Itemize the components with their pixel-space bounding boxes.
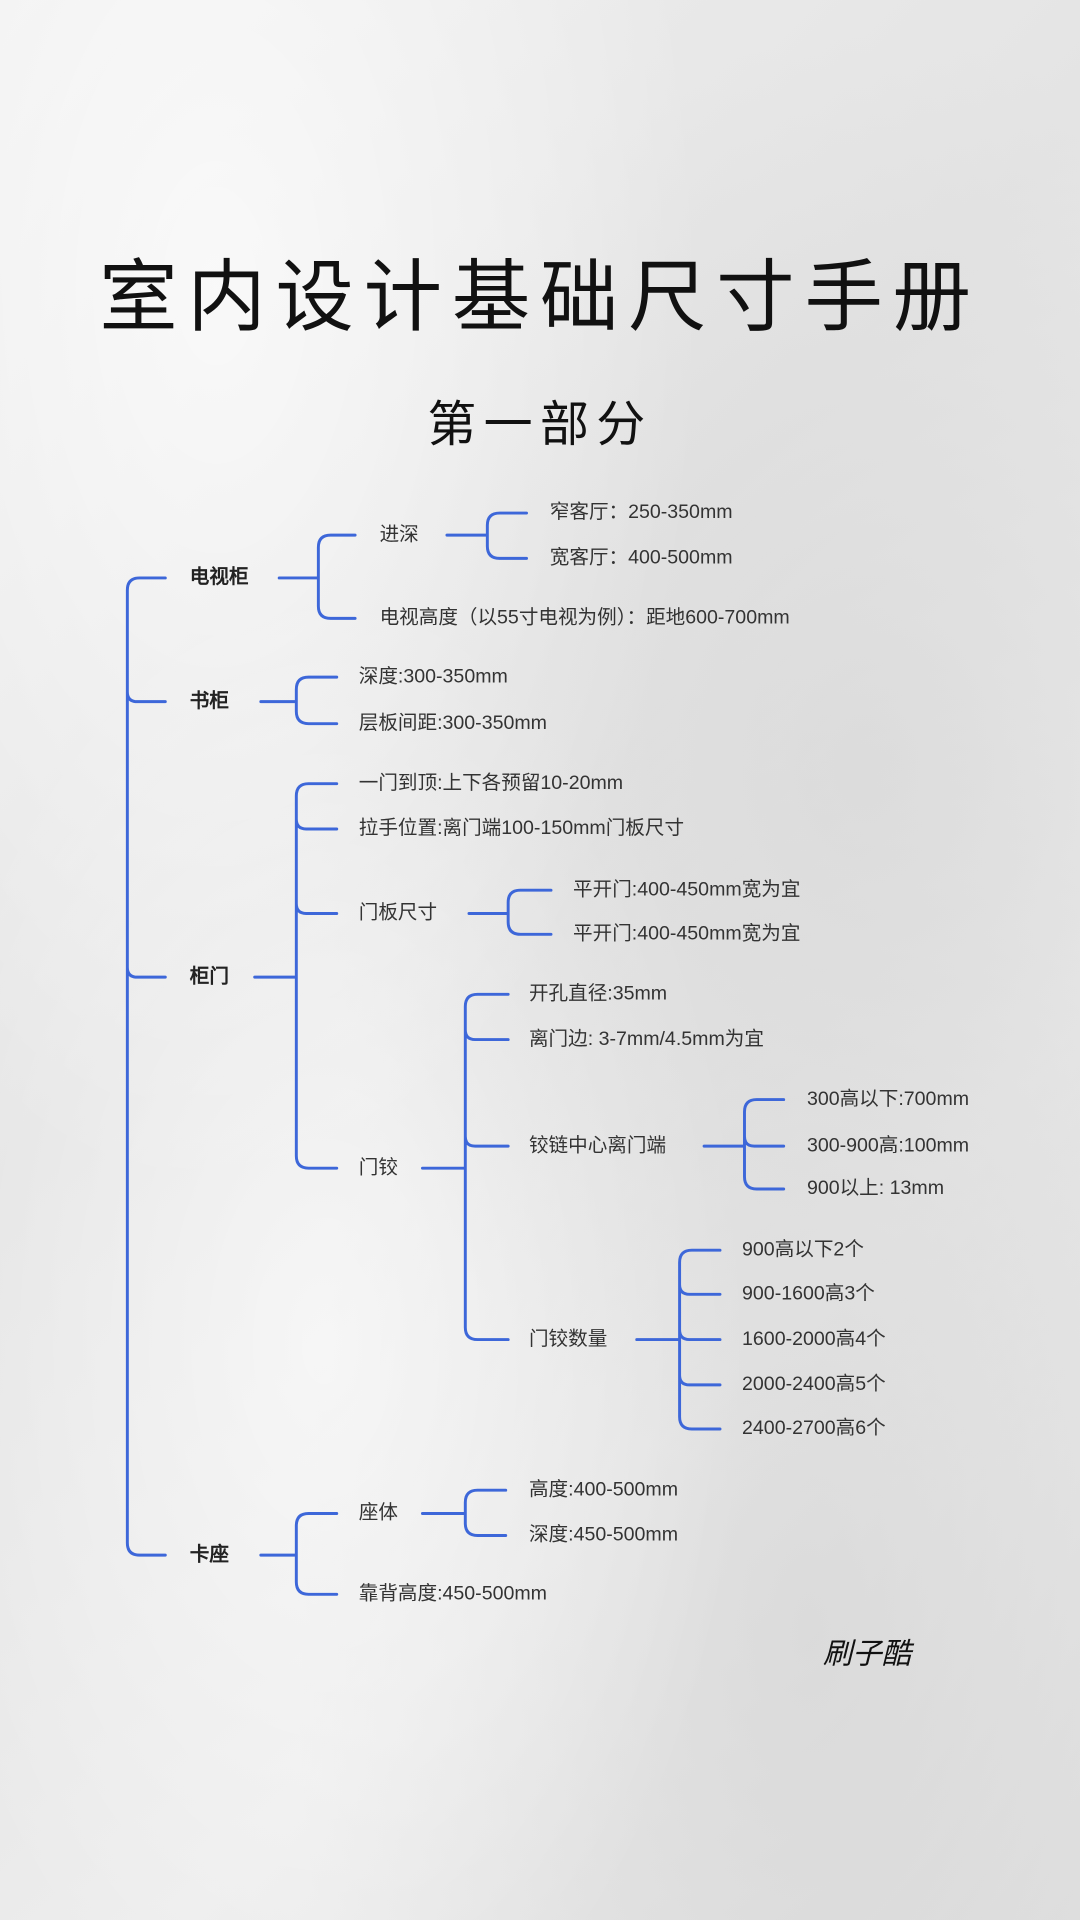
node-hinge-count-2: 900-1600高3个 (742, 1282, 875, 1304)
node-depth: 进深 (380, 523, 419, 545)
bracket-connector-5 (467, 888, 553, 936)
bracket-connector-1 (277, 533, 357, 620)
node-hinge-center-2: 300-900高:100mm (807, 1134, 969, 1156)
bracket-connector-4 (253, 782, 339, 1170)
node-tv-height: 电视高度（以55寸电视为例）：距地600-700mm (380, 607, 790, 629)
bracket-connector-9 (259, 1512, 339, 1596)
node-booth-seat: 卡座 (190, 1542, 230, 1565)
node-hinge-count-5: 2400-2700高6个 (742, 1417, 886, 1439)
bracket-connector-8 (635, 1248, 722, 1431)
node-bookcase: 书柜 (190, 690, 230, 712)
bracket-connector-7 (702, 1098, 786, 1191)
node-edge-distance: 离门边: 3-7mm/4.5mm为宜 (529, 1028, 764, 1050)
node-bookcase-depth: 深度:300-350mm (359, 665, 508, 687)
node-hinge-count-4: 2000-2400高5个 (742, 1373, 886, 1395)
node-cabinet-door: 柜门 (190, 964, 229, 987)
node-door-panel-size: 门板尺寸 (359, 902, 437, 924)
node-backrest-height: 靠背高度:450-500mm (359, 1582, 547, 1604)
node-hole-diameter: 开孔直径:35mm (529, 982, 667, 1004)
node-hinge-center-1: 300高以下:700mm (807, 1088, 969, 1110)
node-hinge-count: 门铰数量 (529, 1328, 607, 1350)
node-seat-depth: 深度:450-500mm (529, 1524, 678, 1546)
node-hinge-count-3: 1600-2000高4个 (742, 1328, 886, 1350)
node-swing-door-2: 平开门:400-450mm宽为宜 (573, 922, 800, 944)
node-wide-living: 宽客厅：400-500mm (550, 547, 733, 569)
node-door-to-top: 一门到顶:上下各预留10-20mm (359, 772, 623, 794)
bracket-connector-10 (420, 1488, 508, 1537)
node-hinge-center-3: 900以上: 13mm (807, 1177, 944, 1199)
node-hinge: 门铰 (359, 1156, 398, 1178)
node-tv-cabinet: 电视柜 (190, 565, 249, 588)
connector-lines (125, 511, 786, 1596)
node-swing-door-1: 平开门:400-450mm宽为宜 (573, 878, 800, 900)
node-handle-position: 拉手位置:离门端100-150mm门板尺寸 (359, 817, 684, 839)
node-shelf-spacing: 层板间距:300-350mm (359, 712, 547, 734)
node-hinge-count-1: 900高以下2个 (742, 1238, 864, 1260)
node-seat-body: 座体 (359, 1502, 399, 1524)
bracket-connector-0 (125, 576, 167, 1557)
page-title: 室内设计基础尺寸手册 (99, 252, 981, 343)
author-signature: 刷子酷 (823, 1637, 915, 1671)
node-seat-height: 高度:400-500mm (529, 1478, 678, 1500)
bracket-connector-2 (445, 511, 528, 560)
bracket-connector-6 (420, 992, 510, 1342)
page-subtitle: 第一部分 (427, 396, 652, 453)
node-narrow-living: 窄客厅：250-350mm (550, 501, 733, 523)
node-hinge-center: 铰链中心离门端 (529, 1134, 666, 1156)
bracket-connector-3 (259, 675, 339, 726)
